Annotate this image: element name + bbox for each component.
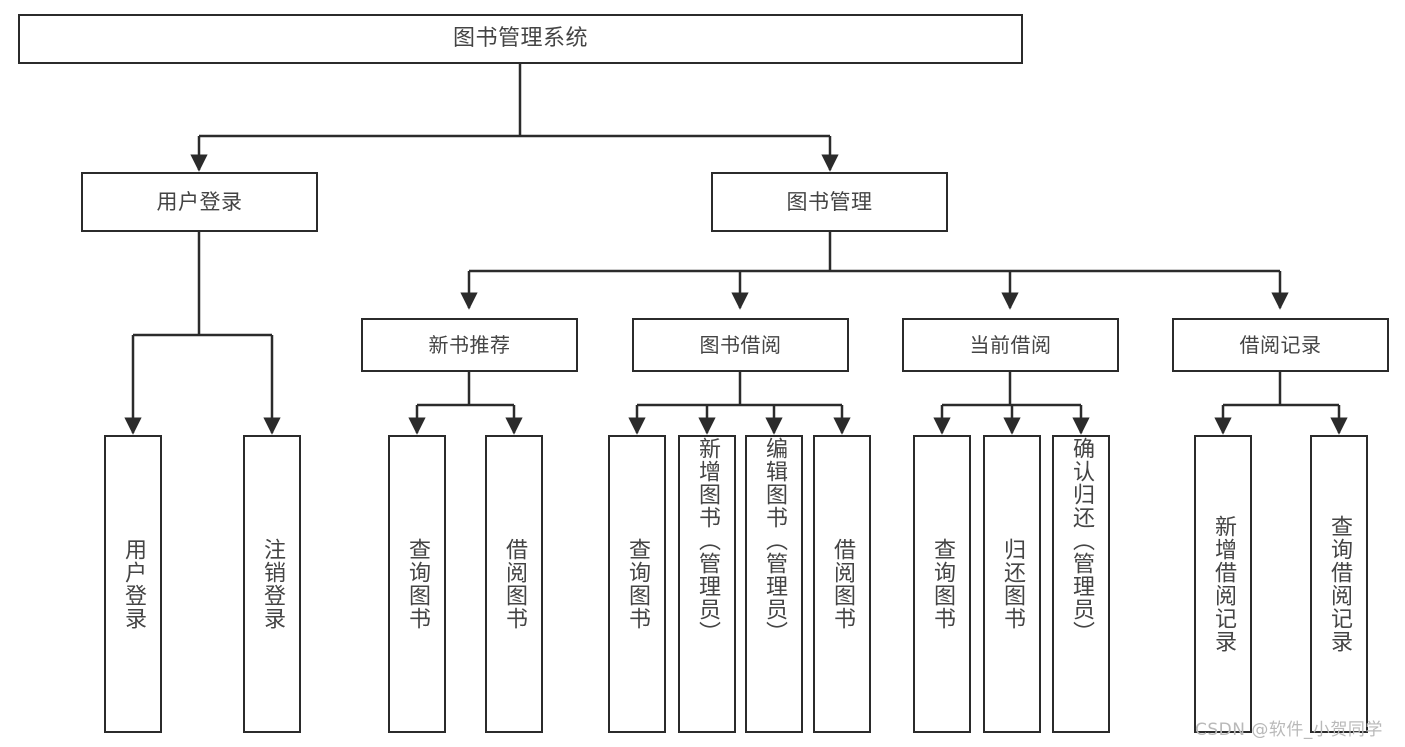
node-label: 当前借阅	[969, 332, 1052, 357]
leaf-query-borrow-record[interactable]: 查询借阅记录	[1310, 435, 1368, 733]
node-label: 图书管理系统	[452, 26, 588, 52]
node-label: 用户登录	[156, 189, 243, 214]
watermark-text: CSDN @软件_小贺同学	[1195, 720, 1383, 740]
node-user-login[interactable]: 用户登录	[81, 172, 318, 232]
node-label: 借阅图书	[829, 538, 855, 630]
leaf-borrow-book[interactable]: 借阅图书	[813, 435, 871, 733]
node-label: 编辑图书（管理员）	[761, 437, 787, 644]
leaf-add-borrow-record[interactable]: 新增借阅记录	[1194, 435, 1252, 733]
leaf-user-login[interactable]: 用户登录	[104, 435, 162, 733]
leaf-borrow-book-newrec[interactable]: 借阅图书	[485, 435, 543, 733]
leaf-query-book-newrec[interactable]: 查询图书	[388, 435, 446, 733]
node-book-borrowing[interactable]: 图书借阅	[632, 318, 849, 372]
node-label: 查询借阅记录	[1326, 515, 1352, 653]
node-label: 图书借阅	[699, 332, 782, 357]
node-label: 用户登录	[120, 538, 146, 630]
node-label: 新增借阅记录	[1210, 515, 1236, 653]
leaf-confirm-return-admin[interactable]: 确认归还（管理员）	[1052, 435, 1110, 733]
node-borrowing-record[interactable]: 借阅记录	[1172, 318, 1389, 372]
node-label: 借阅图书	[501, 538, 527, 630]
node-current-borrowing[interactable]: 当前借阅	[902, 318, 1119, 372]
node-label: 图书管理	[786, 189, 873, 214]
node-label: 注销登录	[259, 538, 285, 630]
node-label: 借阅记录	[1239, 332, 1322, 357]
leaf-query-book-borrow[interactable]: 查询图书	[608, 435, 666, 733]
node-label: 查询图书	[404, 538, 430, 630]
node-label: 确认归还（管理员）	[1068, 437, 1094, 644]
node-root-book-management-system[interactable]: 图书管理系统	[18, 14, 1023, 64]
leaf-query-book-current[interactable]: 查询图书	[913, 435, 971, 733]
leaf-add-book-admin[interactable]: 新增图书（管理员）	[678, 435, 736, 733]
node-label: 新书推荐	[428, 332, 511, 357]
leaf-logout[interactable]: 注销登录	[243, 435, 301, 733]
node-label: 查询图书	[929, 538, 955, 630]
node-label: 归还图书	[999, 538, 1025, 630]
node-label: 新增图书（管理员）	[694, 437, 720, 644]
node-new-book-recommendation[interactable]: 新书推荐	[361, 318, 578, 372]
node-label: 查询图书	[624, 538, 650, 630]
node-book-management[interactable]: 图书管理	[711, 172, 948, 232]
leaf-edit-book-admin[interactable]: 编辑图书（管理员）	[745, 435, 803, 733]
leaf-return-book[interactable]: 归还图书	[983, 435, 1041, 733]
